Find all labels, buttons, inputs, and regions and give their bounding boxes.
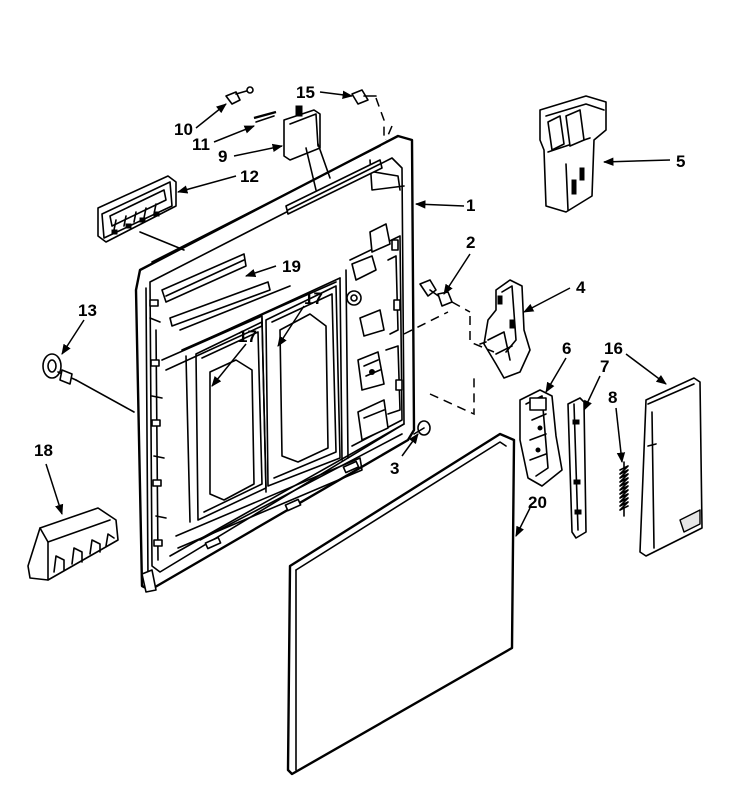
callout-13: 13	[78, 301, 97, 320]
callout-arrows	[45, 90, 671, 537]
latch-housing-part	[519, 389, 563, 487]
outer-panel-part	[286, 432, 516, 776]
callout-19: 19	[282, 257, 301, 276]
callout-3: 3	[390, 459, 399, 478]
screw-part	[351, 89, 385, 140]
callout-5: 5	[676, 152, 685, 171]
callout-16: 16	[604, 339, 623, 358]
callout-15: 15	[296, 83, 315, 102]
callout-7: 7	[600, 357, 609, 376]
callout-1: 1	[466, 196, 475, 215]
pin-part	[253, 110, 277, 123]
callout-17b: 17	[304, 289, 323, 308]
callout-18: 18	[34, 441, 53, 460]
cover-plate-part	[283, 105, 331, 191]
switch-assembly-part	[539, 95, 607, 213]
callout-6: 6	[562, 339, 571, 358]
callout-10: 10	[174, 120, 193, 139]
callout-20: 20	[528, 493, 547, 512]
callout-12: 12	[240, 167, 259, 186]
handle-bracket-part	[97, 175, 185, 251]
inner-door-panel-part	[134, 134, 416, 593]
latch-assembly-part	[469, 279, 531, 379]
callout-8: 8	[608, 388, 617, 407]
callout-9: 9	[218, 147, 227, 166]
callout-11: 11	[192, 135, 210, 154]
callout-17a: 17	[238, 327, 257, 346]
callout-4: 4	[576, 278, 586, 297]
rod-part	[567, 397, 587, 539]
clip-part	[225, 86, 254, 105]
end-cap-part	[639, 377, 703, 557]
screw-3-part	[413, 420, 431, 436]
spring-part	[619, 461, 629, 517]
foot-trim-part	[27, 507, 119, 581]
knob-part	[42, 353, 135, 413]
callout-2: 2	[466, 233, 475, 252]
